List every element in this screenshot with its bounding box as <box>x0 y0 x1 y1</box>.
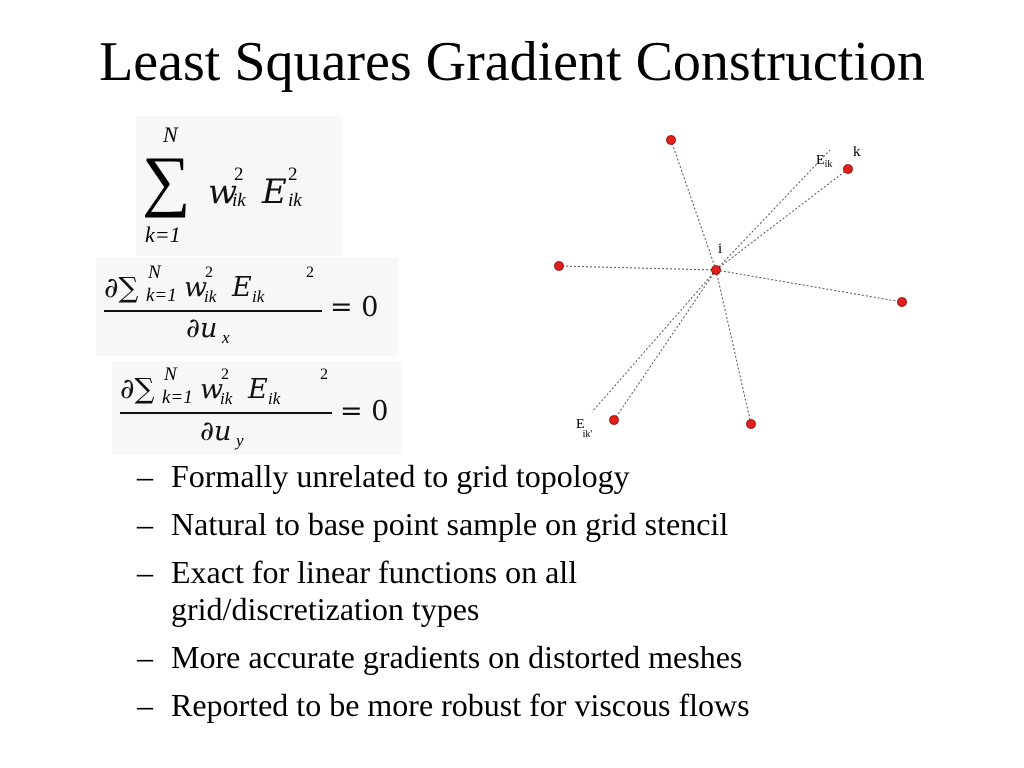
error-symbol: E <box>232 272 252 303</box>
weight-exponent: 2 <box>205 264 213 281</box>
bullet-dash: – <box>137 554 153 590</box>
denominator-subscript: y <box>236 431 244 450</box>
point-top <box>666 135 676 145</box>
edge-to-left <box>558 265 717 271</box>
sum-upper-limit: N <box>148 262 161 283</box>
error-symbol: E <box>248 374 268 405</box>
sum-lower-limit: k=1 <box>145 222 181 247</box>
edge-to-bottom <box>715 269 752 425</box>
error-subscript: ik <box>252 287 265 306</box>
weight-symbol: w <box>184 272 208 303</box>
bullet-text: Natural to base point sample on grid ste… <box>171 506 729 542</box>
error-exponent: 2 <box>288 164 298 185</box>
bullet-text: Formally unrelated to grid topology <box>171 458 630 494</box>
denominator: ∂u <box>186 313 218 344</box>
sum-lower-limit: k=1 <box>162 387 193 408</box>
edge-to-right <box>715 269 903 303</box>
sum-upper-limit: N <box>163 122 178 147</box>
point-right <box>897 297 907 307</box>
error-line-eik-prime <box>591 269 717 413</box>
edge-to-k <box>715 168 849 271</box>
error-subscript: ik <box>288 190 302 211</box>
error-exponent: 2 <box>320 366 328 383</box>
weight-subscript: ik <box>204 287 217 306</box>
bullet-item: –Exact for linear functions on all grid/… <box>137 554 731 628</box>
label-eik: Eik <box>816 153 832 170</box>
bullet-text: Exact for linear functions on all grid/d… <box>171 554 578 627</box>
summation-symbol: ∑ <box>142 142 191 218</box>
weight-subscript: ik <box>232 190 246 211</box>
right-hand-side: = 0 <box>330 292 379 323</box>
error-exponent: 2 <box>306 264 314 281</box>
point-k <box>843 164 853 174</box>
weight-subscript: ik <box>220 389 233 408</box>
fraction-bar <box>120 412 332 414</box>
bullet-item: –Formally unrelated to grid topology <box>137 458 951 495</box>
point-bottom-left <box>609 415 619 425</box>
edge-to-bottom-left <box>613 269 717 421</box>
error-subscript: ik <box>268 389 281 408</box>
error-line-eik <box>715 149 831 271</box>
weight-symbol: w <box>208 172 238 212</box>
gradient-x-equation-background <box>96 258 398 356</box>
bullet-list: –Formally unrelated to grid topology –Na… <box>137 458 951 735</box>
edge-to-top <box>670 139 717 271</box>
stencil-edges <box>558 139 903 425</box>
bullet-item: –Reported to be more robust for viscous … <box>137 687 951 724</box>
label-i: i <box>718 241 722 257</box>
point-bottom <box>746 419 756 429</box>
sum-upper-limit: N <box>164 364 177 385</box>
bullet-item: –Natural to base point sample on grid st… <box>137 506 951 543</box>
bullet-dash: – <box>137 639 153 675</box>
denominator: ∂u <box>200 416 232 447</box>
sum-lower-limit: k=1 <box>146 285 177 306</box>
fraction-bar <box>104 310 322 312</box>
right-hand-side: = 0 <box>340 396 389 427</box>
bullet-text: More accurate gradients on distorted mes… <box>171 639 743 675</box>
weight-exponent: 2 <box>221 366 229 383</box>
bullet-dash: – <box>137 458 153 494</box>
weight-exponent: 2 <box>234 164 244 185</box>
objective-equation-background <box>136 116 342 256</box>
partial-sum-symbol: ∂∑ <box>120 372 155 405</box>
weight-symbol: w <box>200 374 224 405</box>
slide-title: Least Squares Gradient Construction <box>99 31 925 93</box>
bullet-item: –More accurate gradients on distorted me… <box>137 639 951 676</box>
point-i <box>711 265 721 275</box>
denominator-subscript: x <box>222 328 230 347</box>
bullet-dash: – <box>137 687 153 723</box>
partial-sum-symbol: ∂∑ <box>104 271 139 304</box>
label-k: k <box>853 144 861 160</box>
gradient-y-equation-background <box>112 362 402 454</box>
point-left <box>554 261 564 271</box>
error-symbol: E <box>262 172 287 212</box>
bullet-text: Reported to be more robust for viscous f… <box>171 687 750 723</box>
bullet-dash: – <box>137 506 153 542</box>
stencil-points <box>554 135 907 429</box>
